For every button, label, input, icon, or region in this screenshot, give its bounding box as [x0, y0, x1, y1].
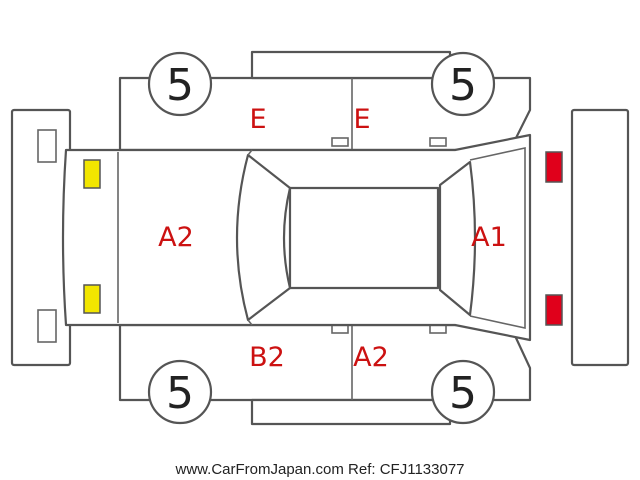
grade-right-rear-door: A2 [353, 342, 389, 373]
right-side-panel [118, 292, 532, 426]
front-right-light-marker [83, 284, 101, 314]
front-light-markers [83, 159, 101, 314]
tire-rear-left-score: 5 [449, 60, 477, 111]
tire-rear-left: 5 [430, 51, 496, 117]
tire-rear-right: 5 [430, 359, 496, 425]
grade-hood: A2 [158, 222, 194, 253]
tire-front-right: 5 [147, 359, 213, 425]
tire-rear-right-score: 5 [449, 368, 477, 419]
rear-light-markers [545, 151, 563, 326]
car-body-top-view [61, 133, 532, 342]
rear-bumper [570, 108, 630, 367]
grade-left-rear-door: E [353, 104, 370, 135]
tire-front-left: 5 [147, 51, 213, 117]
grade-left-front-door: E [249, 104, 266, 135]
rear-right-light-marker [545, 294, 563, 326]
tire-front-right-score: 5 [166, 368, 194, 419]
rear-left-light-marker [545, 151, 563, 183]
front-left-light-marker [83, 159, 101, 189]
footer-reference: www.CarFromJapan.com Ref: CFJ1133077 [175, 461, 465, 478]
grade-right-front-door: B2 [249, 342, 285, 373]
front-bumper [10, 108, 72, 367]
grade-roof: A1 [471, 222, 507, 253]
tire-front-left-score: 5 [166, 60, 194, 111]
